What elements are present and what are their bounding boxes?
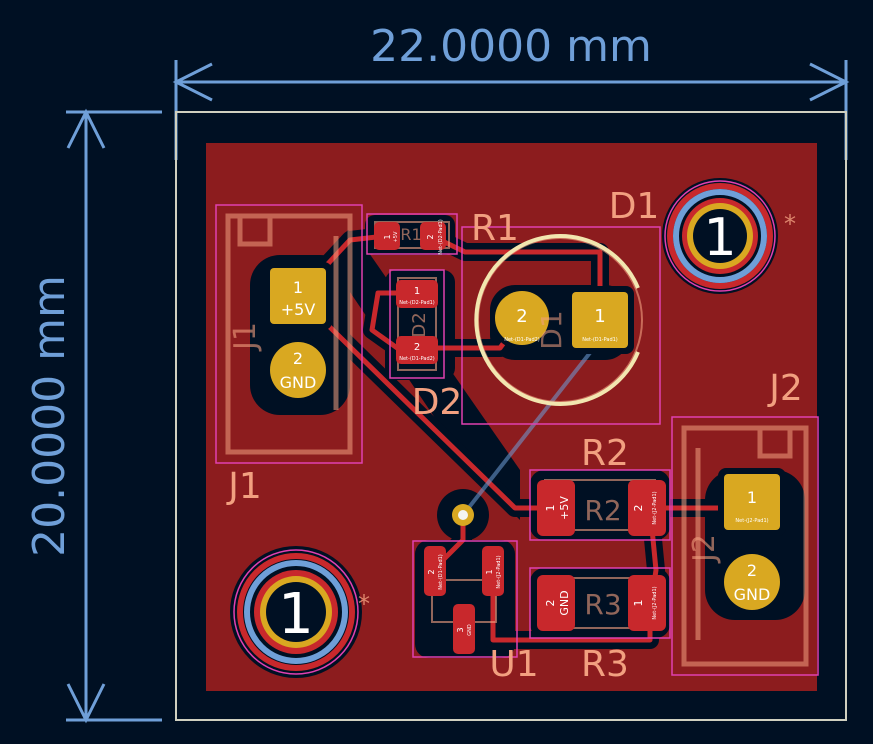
svg-text:2: 2	[632, 505, 645, 512]
r1-pad-2[interactable]	[420, 222, 446, 250]
r1-reference: R1	[471, 208, 519, 249]
svg-text:GND: GND	[558, 590, 571, 615]
j1-fab-reference: J1	[228, 322, 263, 352]
svg-text:+5V: +5V	[558, 496, 571, 520]
svg-text:Net-(J2-Pad1): Net-(J2-Pad1)	[652, 586, 658, 619]
svg-text:1: 1	[632, 600, 645, 607]
svg-text:+5V: +5V	[281, 300, 316, 319]
svg-text:1: 1	[747, 488, 757, 507]
d2-pad-1[interactable]	[396, 280, 438, 308]
r2-pad-1[interactable]	[537, 480, 575, 536]
svg-text:1: 1	[594, 306, 605, 327]
svg-text:*: *	[784, 210, 796, 238]
j2-fab-outline	[681, 425, 809, 667]
svg-text:+5V: +5V	[393, 231, 399, 242]
r2-courtyard	[529, 469, 671, 541]
d2-courtyard	[389, 269, 445, 379]
svg-text:1: 1	[278, 582, 314, 647]
svg-text:GND: GND	[280, 373, 317, 392]
resistor-r3[interactable]: 2 GND 1 Net-(J2-Pad1) R3 R3	[529, 567, 671, 685]
svg-text:Net-(J2-Pad1): Net-(J2-Pad1)	[652, 491, 658, 524]
svg-text:1: 1	[703, 208, 736, 268]
j1-reference: J1	[226, 466, 262, 507]
svg-text:1: 1	[544, 505, 557, 512]
u1-courtyard	[412, 540, 518, 658]
r3-pad-2[interactable]	[537, 575, 575, 631]
j1-courtyard	[215, 204, 363, 464]
svg-text:2: 2	[747, 561, 757, 580]
svg-text:Net-(J2-Pad1): Net-(J2-Pad1)	[735, 518, 768, 524]
resistor-r1[interactable]: 1 +5V 2 Net-(D2-Pad1) R1 R1	[366, 208, 519, 255]
svg-text:2: 2	[516, 306, 527, 327]
svg-text:1: 1	[414, 286, 420, 297]
via[interactable]	[452, 504, 474, 526]
svg-text:2: 2	[426, 234, 435, 239]
svg-text:1: 1	[293, 278, 303, 297]
svg-text:3: 3	[456, 627, 465, 632]
j2-pad-1[interactable]	[724, 474, 780, 530]
j2-fab-reference: J2	[687, 534, 722, 564]
led-d2[interactable]: 1 Net-(D2-Pad1) 2 Net-(D1-Pad2) D2 D2	[389, 269, 463, 423]
svg-text:*: *	[358, 590, 370, 618]
r3-reference: R3	[581, 644, 629, 685]
svg-text:1: 1	[383, 234, 392, 239]
dimension-height-label: 20.0000 mm	[24, 275, 75, 557]
dimension-horizontal[interactable]: 22.0000 mm	[172, 21, 850, 160]
svg-text:2: 2	[414, 342, 420, 353]
r2-fab-reference: R2	[584, 494, 621, 527]
u1-reference: U1	[489, 644, 538, 685]
j2-courtyard	[671, 416, 819, 676]
r2-reference: R2	[581, 433, 629, 474]
d1-silk-outline	[474, 234, 640, 406]
svg-text:Net-(D1-Pad2): Net-(D1-Pad2)	[399, 356, 435, 362]
led-d1[interactable]: 2 Net-(D1-Pad2) 1 Net-(D1-Pad1) D1 D1	[461, 186, 661, 425]
svg-text:Net-(D1-Pad1): Net-(D1-Pad1)	[582, 337, 618, 343]
d1-pad-2[interactable]	[495, 291, 549, 345]
board-edge-cuts[interactable]	[175, 111, 847, 721]
svg-text:Net-(J2-Pad1): Net-(J2-Pad1)	[496, 555, 502, 588]
d1-courtyard	[461, 226, 661, 425]
svg-text:GND: GND	[734, 585, 771, 604]
dimension-width-label: 22.0000 mm	[370, 21, 652, 72]
ic-u1[interactable]: 2 Net-(D1-Pad1) 1 Net-(J2-Pad1) 3 GND U1	[412, 540, 539, 685]
mounting-hole-top-right[interactable]: 1 *	[664, 180, 796, 292]
d1-reference: D1	[609, 186, 660, 227]
j2-reference: J2	[767, 368, 803, 409]
r3-courtyard	[529, 567, 671, 639]
j1-pad-1[interactable]	[270, 268, 326, 324]
u1-pad-1[interactable]	[482, 546, 504, 596]
d2-fab-reference: D2	[409, 312, 430, 337]
d1-fab-reference: D1	[535, 310, 568, 349]
svg-text:1: 1	[485, 569, 494, 574]
svg-text:2: 2	[427, 569, 436, 574]
svg-text:Net-(D1-Pad1): Net-(D1-Pad1)	[438, 554, 444, 590]
connector-j2[interactable]: 1 Net-(J2-Pad1) 2 GND J2 J2	[671, 368, 819, 676]
u1-pad-3[interactable]	[453, 604, 475, 654]
svg-text:Net-(D2-Pad1): Net-(D2-Pad1)	[399, 300, 435, 306]
dimension-vertical[interactable]: 20.0000 mm	[24, 108, 162, 724]
d2-pad-2[interactable]	[396, 336, 438, 364]
u1-pad-2[interactable]	[424, 546, 446, 596]
j1-pad-2[interactable]	[270, 342, 326, 398]
r3-fab-reference: R3	[584, 588, 621, 621]
svg-text:GND: GND	[467, 624, 473, 636]
r1-fab-reference: R1	[400, 225, 421, 244]
r1-courtyard	[366, 213, 458, 255]
mounting-hole-bottom-left[interactable]: 1 *	[233, 549, 370, 675]
svg-text:2: 2	[544, 600, 557, 607]
resistor-r2[interactable]: 1 +5V 2 Net-(J2-Pad1) R2 R2	[529, 433, 671, 541]
r1-pad-1[interactable]	[374, 222, 400, 250]
j2-pad-2[interactable]	[724, 554, 780, 610]
svg-text:Net-(D2-Pad1): Net-(D2-Pad1)	[438, 219, 444, 255]
d2-fab-outline	[397, 277, 437, 371]
r2-pad-2[interactable]	[628, 480, 666, 536]
d1-pad-1[interactable]	[572, 292, 628, 348]
d2-reference: D2	[412, 382, 463, 423]
connector-j1[interactable]: 1 +5V 2 GND J1 J1	[215, 204, 363, 507]
svg-text:Net-(D1-Pad2): Net-(D1-Pad2)	[504, 337, 540, 343]
j1-fab-outline	[225, 213, 353, 455]
svg-text:2: 2	[293, 349, 303, 368]
r3-pad-1[interactable]	[628, 575, 666, 631]
